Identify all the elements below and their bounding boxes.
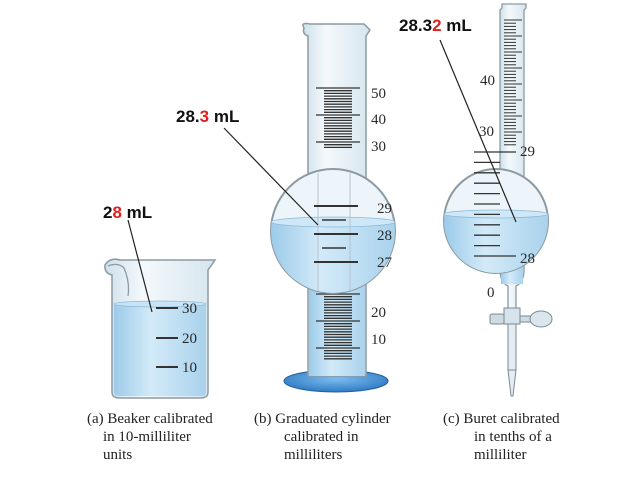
beaker: 30 20 10 bbox=[104, 258, 217, 399]
buret: 40 30 0 29 28 bbox=[443, 3, 553, 397]
caption-buret-line-3: milliliter bbox=[474, 447, 527, 463]
caption-buret: (c) Buret calibrated in tenths of a mill… bbox=[443, 410, 560, 464]
buret-label-30: 30 bbox=[479, 124, 494, 140]
cylinder-label-40: 40 bbox=[371, 112, 386, 128]
caption-beaker-line-1: (a) Beaker calibrated bbox=[87, 411, 213, 427]
cylinder-scale bbox=[316, 87, 360, 360]
stopcock bbox=[489, 307, 553, 397]
cylinder-pointer-line bbox=[223, 127, 319, 226]
buret-pointer-line bbox=[439, 39, 517, 223]
cylinder-mag-label-28: 28 bbox=[377, 228, 392, 244]
cylinder-label-50: 50 bbox=[371, 86, 386, 102]
caption-beaker-line-2: in 10-milliliter bbox=[103, 429, 191, 445]
buret-mag-label-29: 29 bbox=[520, 144, 535, 160]
cylinder-magnifier: 29 28 27 bbox=[270, 168, 396, 294]
cylinder-label-20: 20 bbox=[371, 305, 386, 321]
beaker-reading: 28 mL bbox=[103, 203, 152, 222]
caption-beaker-line-3: units bbox=[103, 447, 133, 463]
caption-buret-line-1: (c) Buret calibrated bbox=[443, 411, 560, 427]
buret-mag-scale bbox=[474, 151, 516, 257]
beaker-label-20: 20 bbox=[182, 331, 197, 347]
buret-reading: 28.32 mL bbox=[399, 16, 472, 35]
caption-buret-line-2: in tenths of a bbox=[474, 429, 552, 445]
beaker-spout bbox=[107, 263, 130, 297]
beaker-liquid bbox=[114, 304, 206, 396]
beaker-pointer-line bbox=[127, 219, 153, 313]
cylinder-reading: 28.3 mL bbox=[176, 107, 239, 126]
buret-scale bbox=[504, 19, 522, 146]
cylinder-label-30: 30 bbox=[371, 139, 386, 155]
caption-cylinder-line-2: calibrated in bbox=[284, 429, 359, 445]
beaker-label-10: 10 bbox=[182, 360, 197, 376]
buret-label-40: 40 bbox=[480, 73, 495, 89]
graduated-cylinder: 50 40 30 20 10 29 28 27 bbox=[270, 22, 396, 393]
cylinder-mag-label-27: 27 bbox=[377, 255, 393, 271]
caption-cylinder-line-3: milliliters bbox=[284, 447, 343, 463]
cylinder-mag-label-29: 29 bbox=[377, 201, 392, 217]
beaker-label-30: 30 bbox=[182, 301, 197, 317]
buret-mag-label-28: 28 bbox=[520, 251, 535, 267]
caption-beaker: (a) Beaker calibrated in 10-milliliter u… bbox=[87, 410, 213, 464]
cylinder-label-10: 10 bbox=[371, 332, 386, 348]
caption-cylinder-line-1: (b) Graduated cylinder bbox=[254, 411, 391, 427]
buret-label-0: 0 bbox=[487, 285, 495, 301]
buret-magnifier: 29 28 bbox=[443, 144, 549, 274]
caption-cylinder: (b) Graduated cylinder calibrated in mil… bbox=[254, 410, 391, 464]
